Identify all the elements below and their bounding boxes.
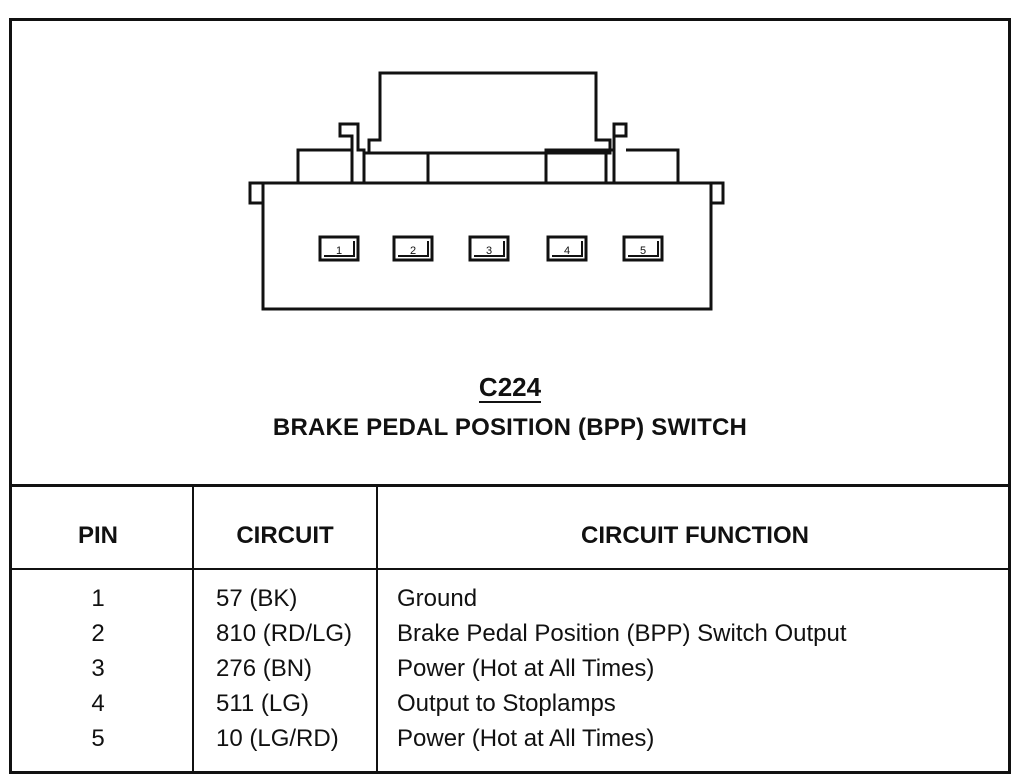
pin-cavity-box bbox=[468, 235, 510, 262]
column-divider-circuit bbox=[376, 486, 378, 774]
right-hook bbox=[612, 122, 628, 183]
pin-table-body: 1 57 (BK) Ground 2 810 (RD/LG) Brake Ped… bbox=[0, 584, 1020, 759]
circuit-cell: 57 (BK) bbox=[216, 585, 298, 612]
pin-cell: 3 bbox=[91, 655, 105, 682]
function-cell: Ground bbox=[397, 585, 478, 612]
pin-cavity: 1 bbox=[318, 235, 360, 262]
pin-cavity: 3 bbox=[468, 235, 510, 262]
function-cell: Power (Hot at All Times) bbox=[397, 655, 655, 682]
pin-number-label: 1 bbox=[336, 245, 342, 257]
pin-cavity-box bbox=[622, 235, 664, 262]
left-hook bbox=[338, 122, 366, 183]
table-row: 2 810 (RD/LG) Brake Pedal Position (BPP)… bbox=[0, 619, 1020, 654]
pin-number-label: 3 bbox=[486, 245, 492, 257]
pin-cavity: 5 bbox=[622, 235, 664, 262]
pin-cell: 1 bbox=[91, 585, 105, 612]
function-cell: Output to Stoplamps bbox=[397, 690, 616, 717]
connector-diagram: 1 2 3 4 5 C224 BRAKE PEDAL POSITION (BPP) SW… bbox=[0, 71, 1020, 441]
table-header-border bbox=[9, 568, 1011, 570]
circuit-cell: 511 (LG) bbox=[216, 690, 309, 717]
pin-number-label: 4 bbox=[564, 245, 570, 257]
top-latch bbox=[367, 71, 612, 155]
header-pin: PIN bbox=[77, 522, 118, 549]
left-center-block bbox=[362, 151, 430, 183]
table-top-border bbox=[9, 484, 1011, 487]
outer-frame bbox=[9, 18, 1011, 774]
circuit-cell: 276 (BN) bbox=[216, 655, 313, 682]
pin-cavity-shadow bbox=[628, 241, 659, 257]
circuit-cell: 810 (RD/LG) bbox=[216, 620, 353, 647]
pin-number-label: 2 bbox=[410, 245, 416, 257]
pin-cell: 4 bbox=[91, 690, 105, 717]
connector-face-drawing: 1 2 3 4 5 bbox=[248, 71, 725, 311]
pin-cavity-shadow bbox=[552, 241, 583, 257]
right-hook-inner bbox=[606, 122, 620, 152]
left-shoulder bbox=[296, 148, 352, 183]
right-center-block bbox=[544, 148, 608, 183]
right-tab bbox=[711, 181, 725, 205]
column-divider-pin bbox=[192, 486, 194, 774]
pin-cell: 5 bbox=[91, 725, 105, 752]
table-row: 4 511 (LG) Output to Stoplamps bbox=[0, 689, 1020, 724]
function-cell: Power (Hot at All Times) bbox=[397, 725, 655, 752]
table-row: 3 276 (BN) Power (Hot at All Times) bbox=[0, 654, 1020, 689]
pin-cavity-shadow bbox=[474, 241, 505, 257]
connector-title: BRAKE PEDAL POSITION (BPP) SWITCH bbox=[272, 414, 748, 441]
pin-cavity-box bbox=[546, 235, 588, 262]
pin-cavities: 1 2 3 4 5 bbox=[318, 235, 664, 262]
left-tab bbox=[248, 181, 263, 205]
header-circuit: CIRCUIT bbox=[236, 522, 334, 549]
connector-body bbox=[261, 181, 713, 311]
pin-cavity-shadow bbox=[398, 241, 429, 257]
pin-cell: 2 bbox=[91, 620, 105, 647]
circuit-cell: 10 (LG/RD) bbox=[216, 725, 339, 752]
pin-cavity: 4 bbox=[546, 235, 588, 262]
table-row: 1 57 (BK) Ground bbox=[0, 584, 1020, 619]
pin-cavity-shadow bbox=[324, 241, 355, 257]
header-circuit-function: CIRCUIT FUNCTION bbox=[581, 522, 809, 549]
connector-id: C224 bbox=[0, 372, 1020, 403]
pin-cavity-box bbox=[392, 235, 434, 262]
table-row: 5 10 (LG/RD) Power (Hot at All Times) bbox=[0, 724, 1020, 759]
connector-id-text: C224 bbox=[478, 372, 542, 403]
function-cell: Brake Pedal Position (BPP) Switch Output bbox=[397, 620, 847, 647]
right-shoulder bbox=[626, 148, 680, 183]
pin-cavity-box bbox=[318, 235, 360, 262]
pin-cavity: 2 bbox=[392, 235, 434, 262]
pin-number-label: 5 bbox=[640, 245, 646, 257]
